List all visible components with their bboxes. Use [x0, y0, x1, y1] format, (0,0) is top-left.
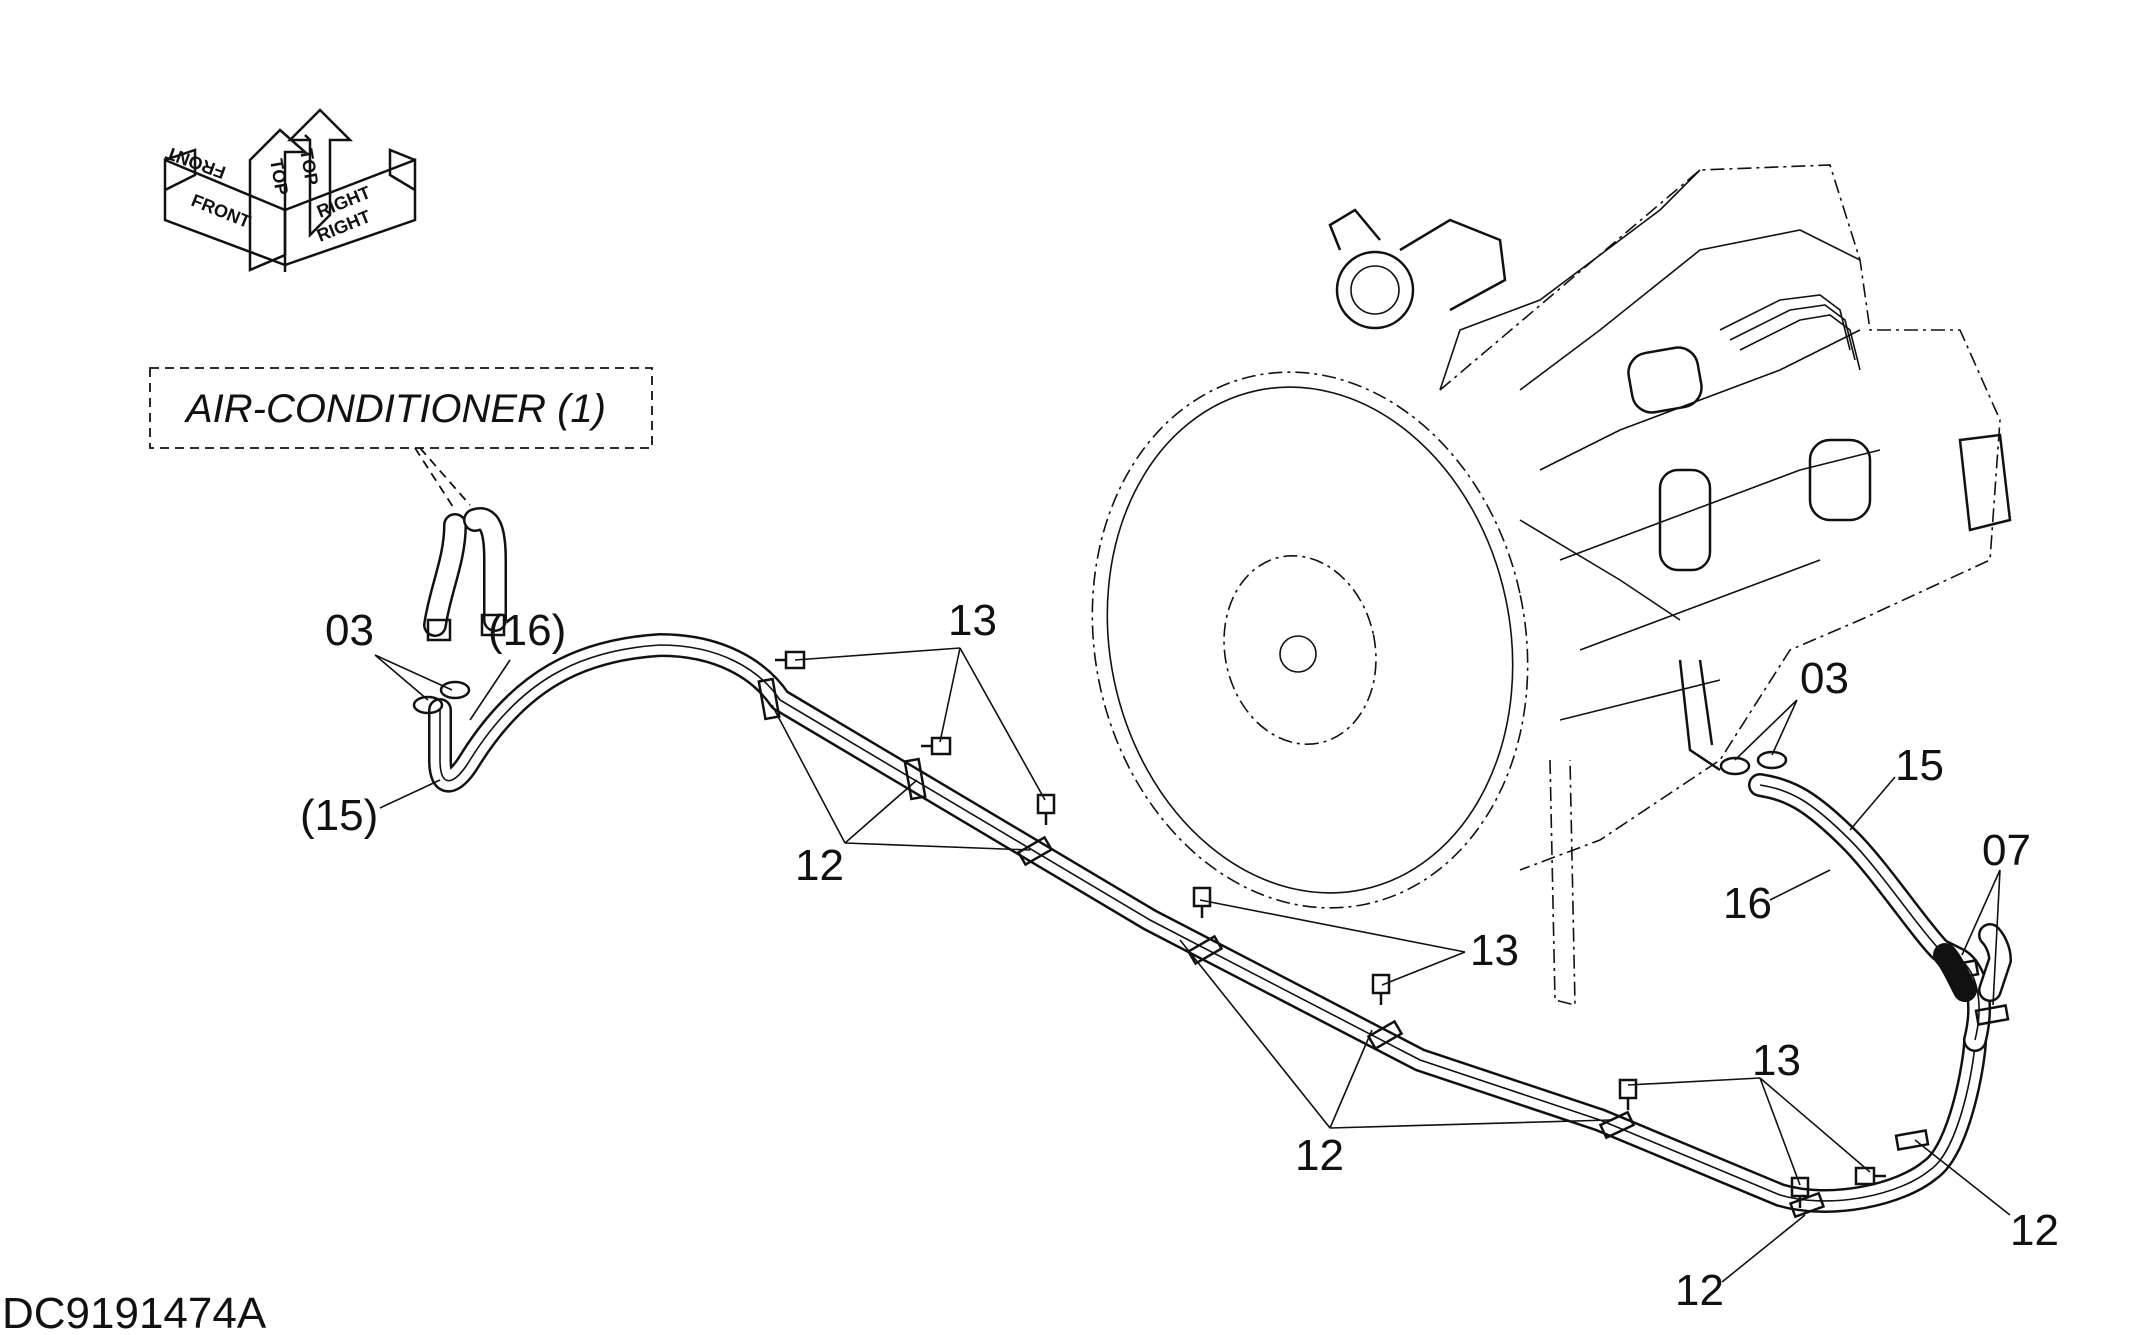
- callout-box: [149, 367, 653, 449]
- clamp-icon: [1366, 1019, 1404, 1051]
- top-label-mirror: TOP: [296, 147, 322, 187]
- bolt-icon: [1192, 886, 1212, 918]
- part-label-13-b: 13: [1470, 926, 1519, 975]
- part-label-07: 07: [1982, 826, 2031, 875]
- part-label-16-right: 16: [1723, 879, 1772, 928]
- callout-label: AIR-CONDITIONER (1): [184, 387, 606, 431]
- engine-block: [1439, 164, 2001, 871]
- bolts: [775, 650, 1886, 1208]
- clamp-icon: [1788, 1191, 1826, 1219]
- front-label: FRONT: [189, 190, 254, 232]
- part-label-03-right: 03: [1800, 654, 1849, 703]
- engine-assembly: [1091, 164, 2012, 1007]
- clamp-icon: [1944, 959, 1980, 981]
- bolt-icon: [1790, 1176, 1810, 1208]
- clamp-icon: [1016, 835, 1054, 867]
- part-label-12-b: 12: [1295, 1131, 1344, 1180]
- part-label-13-c: 13: [1752, 1036, 1801, 1085]
- turbocharger: [1335, 250, 1415, 330]
- pump-flange: [1958, 433, 2012, 532]
- hose-assembly: [428, 633, 2012, 1213]
- top-arrow-shadow: [248, 128, 311, 272]
- clamp-icon: [1598, 1110, 1636, 1140]
- part-label-16-left: (16): [488, 606, 566, 655]
- hose-band-icon: [1719, 756, 1751, 776]
- clamps: [757, 677, 2010, 1219]
- hose-band-icon: [439, 680, 471, 700]
- bolt-icon: [1371, 973, 1391, 1005]
- drawing-code: DC9191474A: [2, 1289, 267, 1335]
- flywheel-hub: [1223, 554, 1377, 746]
- oil-filter: [1627, 346, 1703, 414]
- clamp-icon: [1974, 1004, 2010, 1026]
- fitting-icon: [426, 618, 452, 642]
- clamp-icon: [903, 757, 927, 801]
- fuel-filter: [1658, 468, 1712, 572]
- part-label-12-a: 12: [795, 841, 844, 890]
- bolt-icon: [921, 736, 952, 756]
- bolt-icon: [1618, 1078, 1638, 1110]
- bolt-icon: [1036, 793, 1056, 825]
- clamp-icon: [1186, 934, 1224, 966]
- clamp-icon: [1894, 1129, 1930, 1151]
- part-labels: 03 (16) (15) 13 12 13 12 03 15 16 07 13 …: [300, 596, 2059, 1315]
- top-label: TOP: [266, 157, 292, 197]
- part-label-12-c: 12: [2010, 1206, 2059, 1255]
- ac-pipe-elbows: [423, 507, 507, 642]
- part-label-15-right: 15: [1895, 741, 1944, 790]
- flywheel-housing: [1091, 371, 1529, 909]
- part-label-13-a: 13: [948, 596, 997, 645]
- air-conditioner-callout: AIR-CONDITIONER (1): [149, 367, 653, 511]
- fitting-icon: [480, 613, 506, 637]
- part-label-15-left: (15): [300, 791, 378, 840]
- leader-lines: [374, 647, 2011, 1283]
- top-arrow-icon: [286, 108, 354, 239]
- starter-motor: [1808, 438, 1872, 522]
- clamp-icon: [757, 677, 781, 721]
- engine-mount: [1549, 759, 1576, 1007]
- part-label-03-left: 03: [325, 606, 374, 655]
- hose-band-icon: [412, 695, 444, 715]
- hose-band-icon: [1756, 750, 1788, 770]
- part-label-12-d: 12: [1675, 1266, 1724, 1315]
- orientation-symbol: FRONT FRONT TOP TOP RIGHT RIGHT: [163, 108, 417, 272]
- hose-bands: [412, 680, 1788, 776]
